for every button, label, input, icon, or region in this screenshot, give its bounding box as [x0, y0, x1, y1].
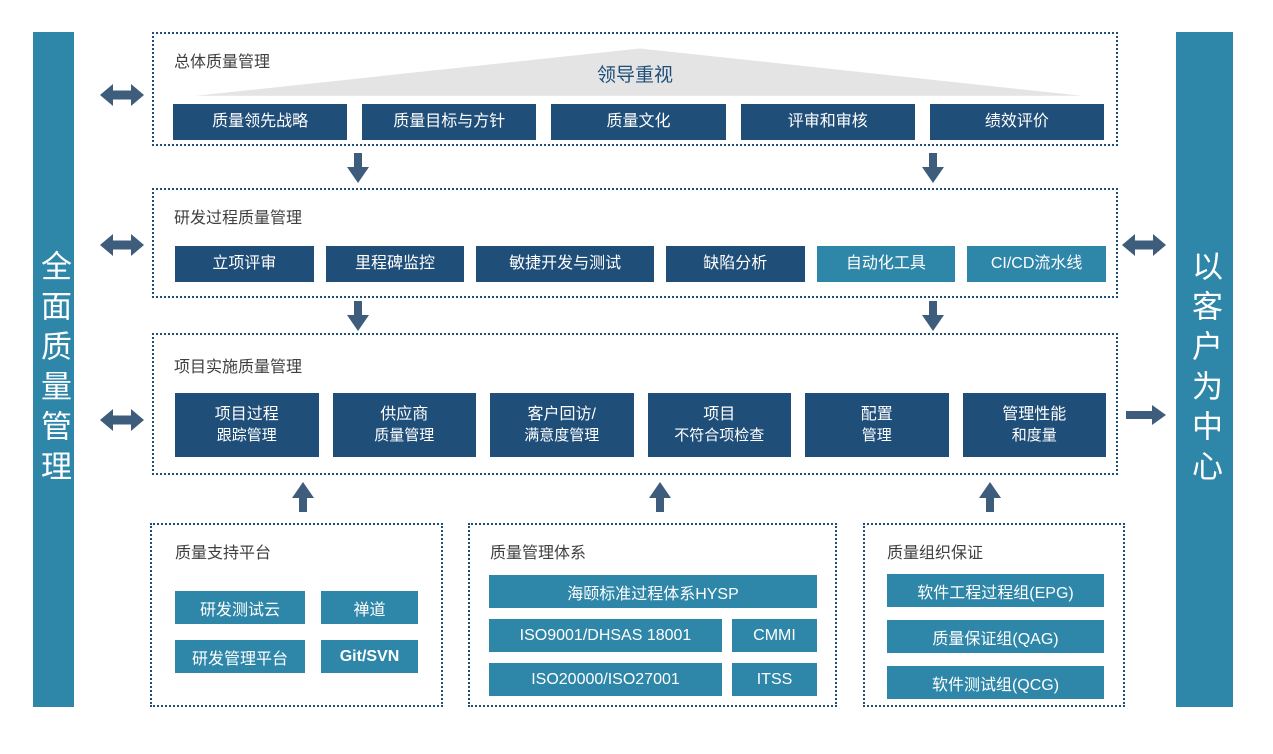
item-button: 配置 管理 — [805, 393, 949, 457]
item-button: 海颐标准过程体系HYSP — [489, 575, 817, 608]
down-arrow-icon — [347, 301, 369, 331]
bidirectional-arrow-icon — [100, 234, 144, 256]
item-button: 项目过程 跟踪管理 — [175, 393, 319, 457]
item-button: 管理性能 和度量 — [962, 393, 1106, 457]
section-label: 总体质量管理 — [174, 54, 271, 71]
section-rnd-quality: 研发过程质量管理 立项评审 里程碑监控 敏捷开发与测试 缺陷分析 自动化工具 C… — [152, 188, 1118, 298]
item-button: 禅道 — [321, 591, 418, 624]
item-line1: 管理性能 — [1002, 406, 1067, 424]
section-label: 研发过程质量管理 — [174, 210, 303, 227]
item-line1: 项目 — [703, 406, 736, 424]
total-quality-banner: 全面质量管理 — [33, 32, 74, 707]
org-items-grid: 软件工程过程组(EPG) 质量保证组(QAG) 软件测试组(QCG) — [887, 574, 1104, 699]
bidirectional-arrow-icon — [100, 84, 144, 106]
item-button: 敏捷开发与测试 — [476, 246, 654, 282]
item-button: ISO9001/DHSAS 18001 — [489, 619, 722, 652]
down-arrow-icon — [922, 301, 944, 331]
section-quality-org: 质量组织保证 软件工程过程组(EPG) 质量保证组(QAG) 软件测试组(QCG… — [863, 523, 1125, 707]
item-button: 质量目标与方针 — [362, 104, 537, 140]
item-line2: 满意度管理 — [524, 426, 600, 444]
rnd-items-row: 立项评审 里程碑监控 敏捷开发与测试 缺陷分析 自动化工具 CI/CD流水线 — [175, 246, 1106, 282]
item-line1: 配置 — [860, 406, 893, 424]
platform-items-grid: 研发测试云 禅道 研发管理平台 Git/SVN — [175, 591, 418, 673]
item-button: 自动化工具 — [816, 246, 956, 282]
item-line2: 和度量 — [1011, 426, 1057, 444]
item-button: 质量保证组(QAG) — [887, 620, 1104, 653]
item-button: 质量领先战略 — [173, 104, 348, 140]
leadership-banner-text: 领导重视 — [596, 65, 673, 86]
section-project-quality: 项目实施质量管理 项目过程 跟踪管理 供应商 质量管理 客户回访/ 满意度管理 … — [152, 333, 1118, 475]
item-button: ISO20000/ISO27001 — [489, 663, 722, 696]
item-button: 供应商 质量管理 — [332, 393, 476, 457]
section-label: 质量组织保证 — [887, 545, 984, 562]
item-line1: 客户回访/ — [527, 406, 596, 424]
item-button: 缺陷分析 — [665, 246, 805, 282]
customer-centric-banner-text: 以客户为中心 — [1187, 249, 1222, 490]
total-quality-banner-text: 全面质量管理 — [36, 249, 71, 490]
section-quality-system: 质量管理体系 海颐标准过程体系HYSP ISO9001/DHSAS 18001 … — [468, 523, 837, 707]
item-button: 软件工程过程组(EPG) — [887, 574, 1104, 607]
section-label: 质量管理体系 — [490, 545, 587, 562]
section-overall-quality: 总体质量管理 领导重视 质量领先战略 质量目标与方针 质量文化 评审和审核 绩效… — [152, 32, 1118, 146]
item-line2: 质量管理 — [374, 426, 435, 444]
leadership-triangle — [195, 48, 1082, 96]
item-button: 绩效评价 — [929, 104, 1105, 140]
down-arrow-icon — [922, 153, 944, 183]
item-button: 评审和审核 — [740, 104, 915, 140]
item-button: 项目 不符合项检查 — [647, 393, 791, 457]
section-quality-platform: 质量支持平台 研发测试云 禅道 研发管理平台 Git/SVN — [150, 523, 443, 707]
item-button: 软件测试组(QCG) — [887, 666, 1104, 699]
bidirectional-arrow-icon — [1122, 234, 1166, 256]
down-arrow-icon — [347, 153, 369, 183]
section-label: 质量支持平台 — [175, 545, 272, 562]
item-button: CMMI — [732, 619, 817, 652]
overall-items-row: 质量领先战略 质量目标与方针 质量文化 评审和审核 绩效评价 — [173, 104, 1105, 140]
item-line1: 供应商 — [380, 406, 429, 424]
item-button: 研发测试云 — [175, 591, 305, 624]
project-items-row: 项目过程 跟踪管理 供应商 质量管理 客户回访/ 满意度管理 项目 不符合项检查… — [175, 393, 1106, 457]
item-line2: 跟踪管理 — [216, 426, 277, 444]
up-arrow-icon — [649, 482, 671, 512]
item-button: CI/CD流水线 — [967, 246, 1106, 282]
up-arrow-icon — [979, 482, 1001, 512]
up-arrow-icon — [292, 482, 314, 512]
right-arrow-icon — [1126, 405, 1166, 425]
section-label: 项目实施质量管理 — [174, 359, 303, 376]
system-items-grid: 海颐标准过程体系HYSP ISO9001/DHSAS 18001 CMMI IS… — [489, 575, 817, 696]
item-line1: 项目过程 — [214, 406, 279, 424]
item-button: 客户回访/ 满意度管理 — [490, 393, 634, 457]
item-line2: 不符合项检查 — [674, 426, 765, 444]
item-button: 里程碑监控 — [325, 246, 465, 282]
item-button: ITSS — [732, 663, 817, 696]
bidirectional-arrow-icon — [100, 409, 144, 431]
item-button: 质量文化 — [551, 104, 726, 140]
item-button: 研发管理平台 — [175, 640, 305, 673]
item-line2: 管理 — [861, 426, 892, 444]
item-button: 立项评审 — [175, 246, 314, 282]
item-button: Git/SVN — [321, 640, 418, 673]
customer-centric-banner: 以客户为中心 — [1176, 32, 1233, 707]
